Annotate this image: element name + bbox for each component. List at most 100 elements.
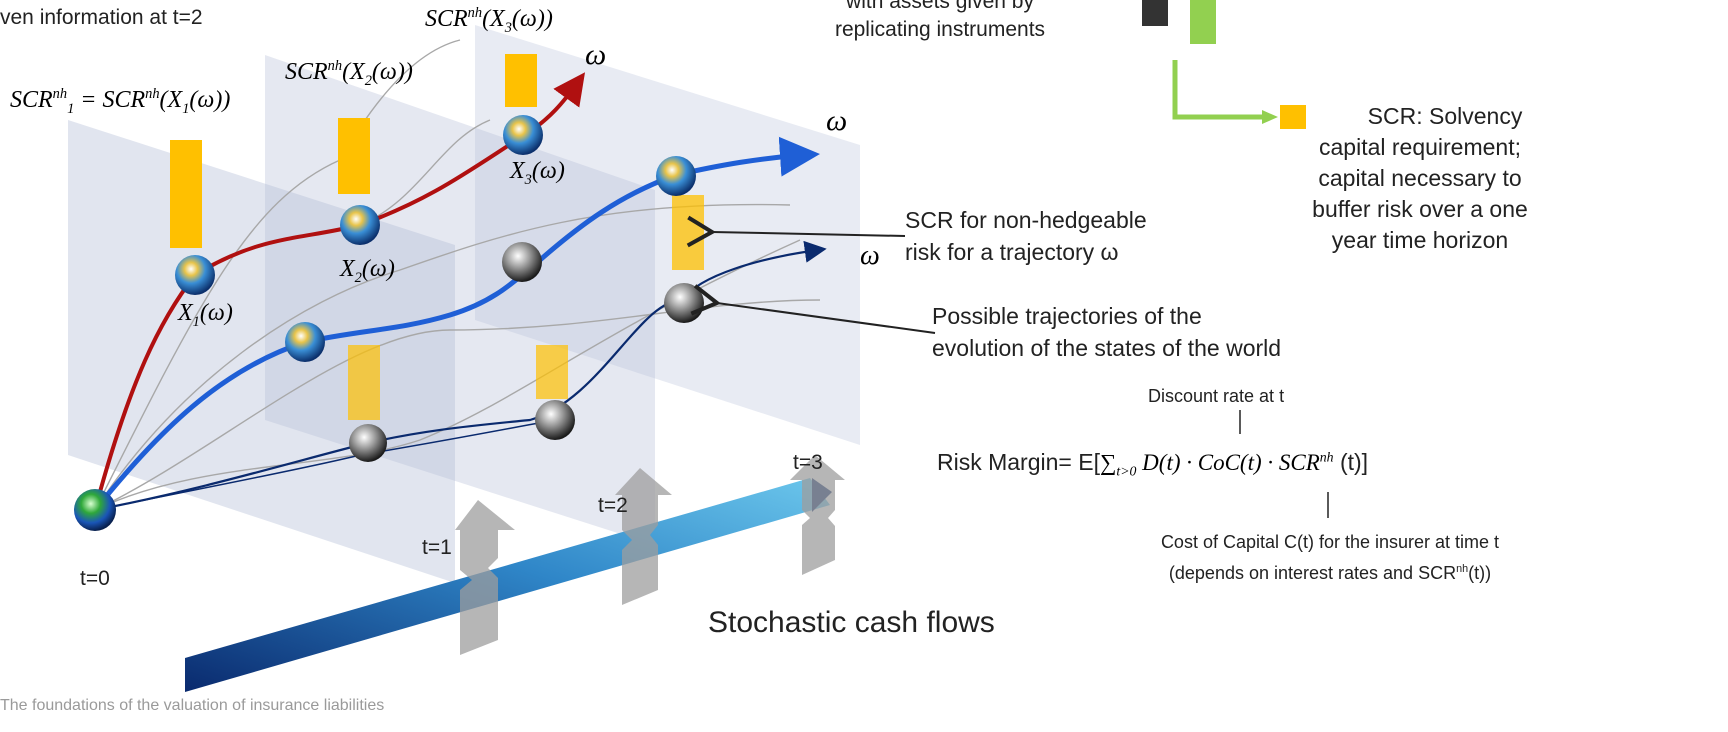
cash-flow-band — [185, 478, 830, 692]
globe-gray-t1 — [349, 424, 387, 462]
time-plane-3 — [475, 25, 860, 445]
legend-green-bar — [1190, 0, 1216, 44]
scr-non-hedgeable-line-1: SCR for non-hedgeable — [905, 207, 1147, 233]
scr3-sub: 3 — [504, 19, 512, 36]
x1-end: (ω) — [199, 300, 233, 326]
scr3-end: (ω)) — [511, 6, 553, 32]
formula-sup: nh — [1319, 449, 1334, 465]
x3-text: X — [510, 158, 525, 184]
globe-x1 — [175, 255, 215, 295]
formula-sum-sub: t>0 — [1116, 463, 1137, 479]
x2-end: (ω) — [361, 256, 395, 282]
legend-scr-line-3: capital necessary to — [1318, 165, 1522, 191]
scr-non-hedgeable-annotation: SCR for non-hedgeable risk for a traject… — [905, 204, 1147, 268]
cost-line-2-sup: nh — [1456, 563, 1469, 575]
time-label-t2: t=2 — [598, 494, 628, 517]
scr2-end: (ω)) — [371, 59, 413, 85]
legend-dark-square — [1142, 0, 1168, 26]
scr-bar-t2-lower — [348, 345, 380, 420]
time-label-t3: t=3 — [793, 451, 823, 474]
scr1-lhs-sub: 1 — [67, 100, 75, 117]
globe-gray-t2-lower — [535, 400, 575, 440]
scr3-arg: (X — [482, 6, 505, 32]
scr-non-hedgeable-line-2: risk for a trajectory ω — [905, 239, 1119, 265]
cash-flow-arrow-t2 — [615, 468, 672, 605]
omega-label-top: ω — [585, 38, 607, 71]
scr2-text: SCR — [285, 59, 328, 85]
scr1-rhs-arg-sub: 1 — [182, 100, 190, 117]
cash-flow-arrow-t3 — [790, 455, 845, 575]
discount-rate-label: Discount rate at t — [1148, 386, 1285, 406]
scr-bar-t2 — [338, 118, 370, 194]
formula-end: (t)] — [1333, 449, 1369, 475]
scr3-text: SCR — [425, 6, 468, 32]
top-center-line-2: replicating instruments — [834, 18, 1046, 41]
trajectories-annotation: Possible trajectories of the evolution o… — [932, 300, 1281, 364]
formula-prefix: Risk Margin= E[ — [937, 449, 1100, 475]
legend-scr-line-2: capital requirement; — [1319, 134, 1521, 160]
time-label-t1: t=1 — [422, 536, 452, 559]
scr3-sup: nh — [467, 5, 483, 21]
cost-line-2: (depends on interest rates and SCRnh(t)) — [1100, 556, 1560, 587]
trajectories-annotation-arrow — [690, 284, 936, 334]
scr2-formula-label: SCRnh(X2(ω)) — [285, 58, 413, 90]
top-center-text: with assets given by replicating instrum… — [790, 0, 1090, 44]
scr2-arg: (X — [342, 59, 365, 85]
header-text: ven information at t=2 — [0, 6, 203, 29]
cost-line-2-post: (t)) — [1468, 563, 1492, 583]
x2-label: X2(ω) — [340, 256, 395, 287]
legend-green-arrowhead — [1262, 110, 1278, 124]
globe-t0 — [74, 489, 116, 531]
x1-sub: 1 — [192, 313, 200, 330]
scr2-sup: nh — [327, 58, 343, 74]
cash-flow-arrow-t1 — [455, 500, 515, 655]
globe-blue-t1 — [285, 322, 325, 362]
scr1-rhs-end: (ω)) — [189, 87, 231, 113]
scr1-rhs: = SCR — [80, 87, 146, 113]
legend-scr-line-5: year time horizon — [1331, 227, 1509, 253]
risk-margin-formula: Risk Margin= E[∑t>0 D(t) · CoC(t) · SCRn… — [937, 449, 1368, 480]
globe-gray-t2 — [502, 242, 542, 282]
x3-label: X3(ω) — [510, 158, 565, 189]
formula-sum: ∑ — [1099, 450, 1117, 475]
top-center-line-1: with assets given by — [846, 0, 1034, 13]
legend-scr-square — [1280, 105, 1306, 129]
scr-annotation-arrow — [686, 215, 906, 248]
trajectories-line-1: Possible trajectories of the — [932, 303, 1202, 329]
scr1-lhs-sup: nh — [52, 86, 68, 102]
x2-sub: 2 — [354, 269, 362, 286]
legend-scr-line-4: buffer risk over a one — [1312, 196, 1528, 222]
scr3-formula-label: SCRnh(X3(ω)) — [425, 5, 553, 37]
legend-scr-text: SCR: Solvency capital requirement; capit… — [1270, 101, 1570, 256]
globe-x3 — [503, 115, 543, 155]
legend-scr-line-1: SCR: Solvency — [1367, 103, 1523, 129]
x3-sub: 3 — [524, 171, 532, 188]
scr1-rhs-arg: (X — [159, 87, 183, 113]
scr-bar-t3 — [505, 54, 537, 107]
omega-label-mid: ω — [826, 104, 848, 137]
x2-text: X — [340, 256, 355, 282]
globe-x2 — [340, 205, 380, 245]
time-label-t0: t=0 — [80, 567, 110, 590]
cost-line-2-pre: (depends on interest rates and SCR — [1168, 563, 1457, 583]
x1-text: X — [178, 300, 193, 326]
trajectories-line-2: evolution of the states of the world — [932, 335, 1282, 361]
scr1-formula-label: SCRnh1 = SCRnh(X1(ω)) — [10, 86, 230, 118]
legend-green-connector — [1172, 60, 1262, 120]
x3-end: (ω) — [531, 158, 565, 184]
globe-gray-t3 — [664, 283, 704, 323]
formula-body: D(t) · CoC(t) · SCR — [1136, 450, 1320, 475]
scr-bar-t3-lower — [536, 345, 568, 399]
cost-line-1: Cost of Capital C(t) for the insurer at … — [1160, 532, 1500, 552]
scr2-sub: 2 — [364, 72, 372, 89]
footer-text: The foundations of the valuation of insu… — [0, 697, 385, 714]
scr1-lhs: SCR — [10, 87, 53, 113]
omega-label-low: ω — [860, 240, 880, 271]
globe-blue-t3 — [656, 156, 696, 196]
scr1-rhs-sup: nh — [145, 86, 160, 102]
cost-of-capital-label: Cost of Capital C(t) for the insurer at … — [1100, 529, 1560, 587]
gray-trajectories — [94, 39, 821, 511]
cash-flows-label: Stochastic cash flows — [708, 606, 995, 639]
scr-bar-t3-omega — [672, 195, 704, 270]
